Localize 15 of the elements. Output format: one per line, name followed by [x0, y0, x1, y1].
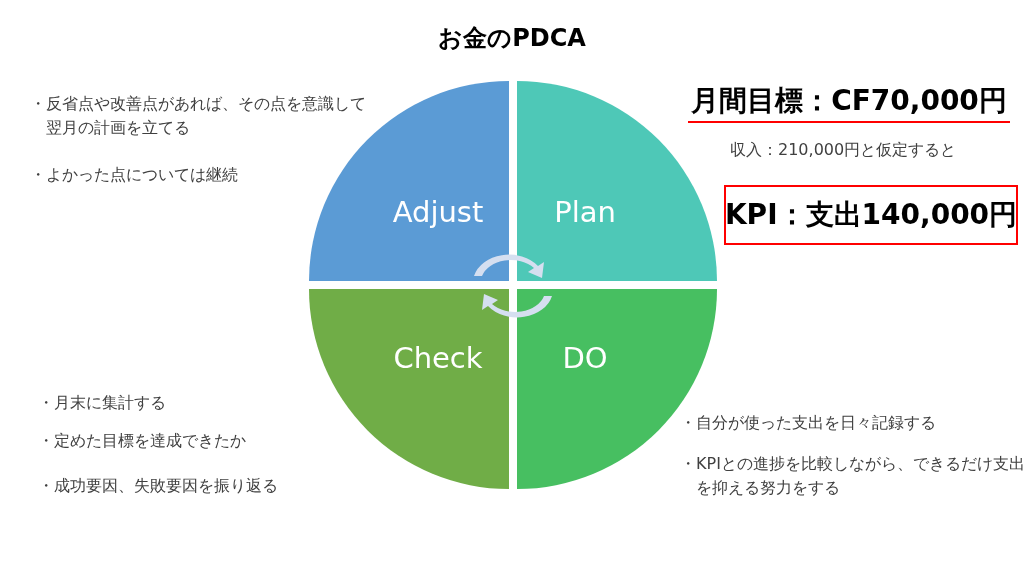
note-text: ・KPIとの進捗を比較しながら、できるだけ支出を抑える努力をする [680, 453, 1024, 499]
note-text: ・反省点や改善点があれば、その点を意識して翌月の計画を立てる [30, 93, 367, 139]
segment-label: Check [393, 341, 483, 375]
kpi-box: KPI：支出140,000円 [724, 185, 1018, 245]
note-text: ・成功要因、失敗要因を振り返る [38, 475, 279, 497]
goal-heading: 月間目標：CF70,000円 [688, 82, 1010, 123]
segment-label: DO [562, 341, 608, 375]
note-text: ・よかった点については継続 [30, 164, 239, 186]
segment-label: Plan [554, 195, 616, 229]
title: お金のPDCA [437, 23, 587, 54]
segment-label: Adjust [392, 195, 484, 229]
note-text: ・自分が使った支出を日々記録する [680, 412, 937, 434]
note-text: ・月末に集計する [38, 392, 167, 414]
note-text: ・定めた目標を達成できたか [38, 430, 247, 452]
note-text: 収入：210,000円と仮定すると [730, 139, 958, 161]
